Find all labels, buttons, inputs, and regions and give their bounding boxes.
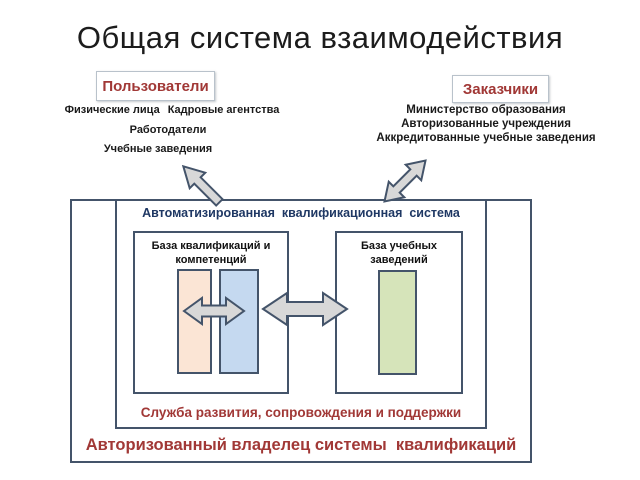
double-arrow-horizontal-icon <box>261 288 349 330</box>
users-item-schools: Учебные заведения <box>103 143 213 155</box>
qualifications-base-title: База квалификаций и компетенций <box>151 240 271 267</box>
customers-item-authorized: Авторизованные учреждения <box>401 118 571 130</box>
system-header: Автоматизированная квалификационная сист… <box>142 206 460 220</box>
users-label: Пользователи <box>102 77 209 95</box>
arrow-up-left-icon <box>174 162 228 207</box>
customers-label-box: Заказчики <box>452 75 549 103</box>
customers-label: Заказчики <box>462 80 539 98</box>
double-arrow-diagonal-icon <box>372 154 438 208</box>
education-base-title: База учебных заведений <box>360 240 438 267</box>
users-item-individuals: Физические лица <box>64 104 160 116</box>
page-title: Общая система взаимодействия <box>76 20 564 55</box>
customers-item-accredited: Аккредитованные учебные заведения <box>376 132 596 144</box>
customers-item-ministry: Министерство образования <box>406 104 566 116</box>
users-label-box: Пользователи <box>96 71 215 101</box>
qualifications-bar <box>177 269 212 374</box>
double-arrow-horizontal-icon <box>182 294 246 328</box>
education-bar <box>378 270 417 375</box>
owner-label: Авторизованный владелец системы квалифик… <box>85 436 517 454</box>
service-label: Служба развития, сопровождения и поддерж… <box>140 405 462 420</box>
users-list-row1: Физические лица Кадровые агентства <box>52 104 292 116</box>
users-item-hr-agencies: Кадровые агентства <box>167 104 280 116</box>
users-item-employers: Работодатели <box>129 124 207 136</box>
